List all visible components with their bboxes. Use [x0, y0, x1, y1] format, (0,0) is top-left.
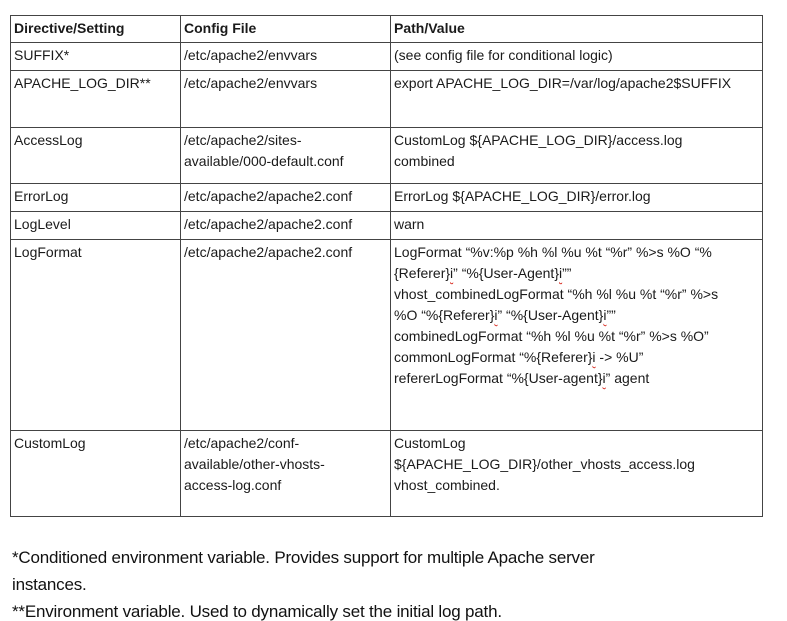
- cell-text-line: /etc/apache2/conf-available/other-vhosts…: [184, 435, 325, 493]
- path-value-cell: export APACHE_LOG_DIR=/var/log/apache2$S…: [390, 70, 763, 128]
- path-value-cell: ErrorLog ${APACHE_LOG_DIR}/error.log: [390, 183, 763, 212]
- cell-text-line: LogFormat: [14, 244, 82, 260]
- cell-text-line: CustomLog ${APACHE_LOG_DIR}/other_vhosts…: [394, 435, 695, 493]
- cell-text-line: /etc/apache2/envvars: [184, 75, 318, 91]
- spellcheck-underline: i: [494, 307, 498, 323]
- path-value-cell: CustomLog ${APACHE_LOG_DIR}/access.log c…: [390, 127, 763, 184]
- table-row: SUFFIX* /etc/apache2/envvars (see config f…: [10, 42, 763, 71]
- cell-text-line: /etc/apache2/sites-available/000-default…: [184, 132, 344, 169]
- cell-text-line: LogLevel: [14, 216, 71, 232]
- table-header-row: Directive/Setting Config File Path/Value: [10, 15, 763, 43]
- table-row: CustomLog/etc/apache2/conf-available/oth…: [10, 430, 763, 517]
- cell-text-line: /etc/apache2/apache2.conf: [184, 188, 353, 204]
- footnote-apache-log-dir: **Environment variable. Used to dynamica…: [12, 602, 502, 621]
- cell-text-line: CustomLog ${APACHE_LOG_DIR}/access.log c…: [394, 132, 683, 169]
- config-file-cell: /etc/apache2/apache2.conf: [180, 183, 391, 212]
- table-row: ErrorLog/etc/apache2/apache2.conf ErrorLo…: [10, 183, 763, 212]
- footnote-suffix: *Conditioned environment variable. Provi…: [12, 548, 595, 594]
- directive-cell: AccessLog: [10, 127, 181, 184]
- spellcheck-underline: i: [559, 265, 563, 281]
- config-file-cell: /etc/apache2/envvars: [180, 42, 391, 71]
- config-file-cell: /etc/apache2/conf-available/other-vhosts…: [180, 430, 391, 517]
- config-file-cell: /etc/apache2/sites-available/000-default…: [180, 127, 391, 184]
- spellcheck-underline: i: [592, 349, 596, 365]
- spellcheck-underline: i: [603, 307, 607, 323]
- cell-text-line: combinedLogFormat “%h %l %u %t “%r” %>s …: [394, 328, 709, 344]
- directive-cell: LogLevel: [10, 211, 181, 240]
- cell-text-line: CustomLog: [14, 435, 86, 451]
- config-file-cell: /etc/apache2/apache2.conf: [180, 239, 391, 431]
- table-row: LogLevel/etc/apache2/apache2.conf warn: [10, 211, 763, 240]
- directive-cell: LogFormat: [10, 239, 181, 431]
- col-header-directive-setting: Directive/Setting: [10, 15, 181, 43]
- cell-text-line: ErrorLog: [14, 188, 69, 204]
- directive-cell: ErrorLog: [10, 183, 181, 212]
- path-value-cell: (see config file for conditional logic): [390, 42, 763, 71]
- col-header-config-file: Config File: [180, 15, 391, 43]
- directive-cell: SUFFIX*: [10, 42, 181, 71]
- path-value-cell: LogFormat “%v:%p %h %l %u %t “%r” %>s %O…: [390, 239, 763, 431]
- directive-cell: CustomLog: [10, 430, 181, 517]
- table-row: APACHE_LOG_DIR** /etc/apache2/envvars expo…: [10, 70, 763, 128]
- spellcheck-underline: i: [450, 265, 454, 281]
- cell-text-line: export APACHE_LOG_DIR=/var/log/apache2$S…: [394, 75, 732, 91]
- cell-text-line: /etc/apache2/envvars: [184, 47, 318, 63]
- path-value-cell: CustomLog ${APACHE_LOG_DIR}/other_vhosts…: [390, 430, 763, 517]
- cell-text-line: (see config file for conditional logic): [394, 47, 613, 63]
- table-body: SUFFIX* /etc/apache2/envvars (see config f…: [10, 42, 763, 517]
- config-file-cell: /etc/apache2/apache2.conf: [180, 211, 391, 240]
- path-value-cell: warn: [390, 211, 763, 240]
- apache-logging-config-table: Directive/Setting Config File Path/Value…: [10, 15, 763, 517]
- spellcheck-underline: i: [602, 370, 606, 386]
- cell-text-line: LogFormat “%v:%p %h %l %u %t “%r” %>s %O…: [394, 244, 712, 281]
- cell-text-line: commonLogFormat “%{Referer}i -> %U”: [394, 349, 644, 365]
- config-file-cell: /etc/apache2/envvars: [180, 70, 391, 128]
- cell-text-line: vhost_combinedLogFormat “%h %l %u %t “%r…: [394, 286, 719, 323]
- cell-text-line: /etc/apache2/apache2.conf: [184, 244, 353, 260]
- cell-text-line: ErrorLog ${APACHE_LOG_DIR}/error.log: [394, 188, 651, 204]
- table-row: AccessLog/etc/apache2/sites-available/00…: [10, 127, 763, 184]
- cell-text-line: warn: [394, 216, 425, 232]
- footnotes: *Conditioned environment variable. Provi…: [12, 544, 672, 621]
- directive-cell: APACHE_LOG_DIR**: [10, 70, 181, 128]
- cell-text-line: AccessLog: [14, 132, 83, 148]
- cell-text-line: APACHE_LOG_DIR**: [14, 75, 151, 91]
- cell-text-line: refererLogFormat “%{User-agent}i” agent: [394, 370, 650, 386]
- col-header-path-value: Path/Value: [390, 15, 763, 43]
- cell-text-line: SUFFIX*: [14, 47, 70, 63]
- cell-text-line: /etc/apache2/apache2.conf: [184, 216, 353, 232]
- table-row: LogFormat/etc/apache2/apache2.conf LogFor…: [10, 239, 763, 431]
